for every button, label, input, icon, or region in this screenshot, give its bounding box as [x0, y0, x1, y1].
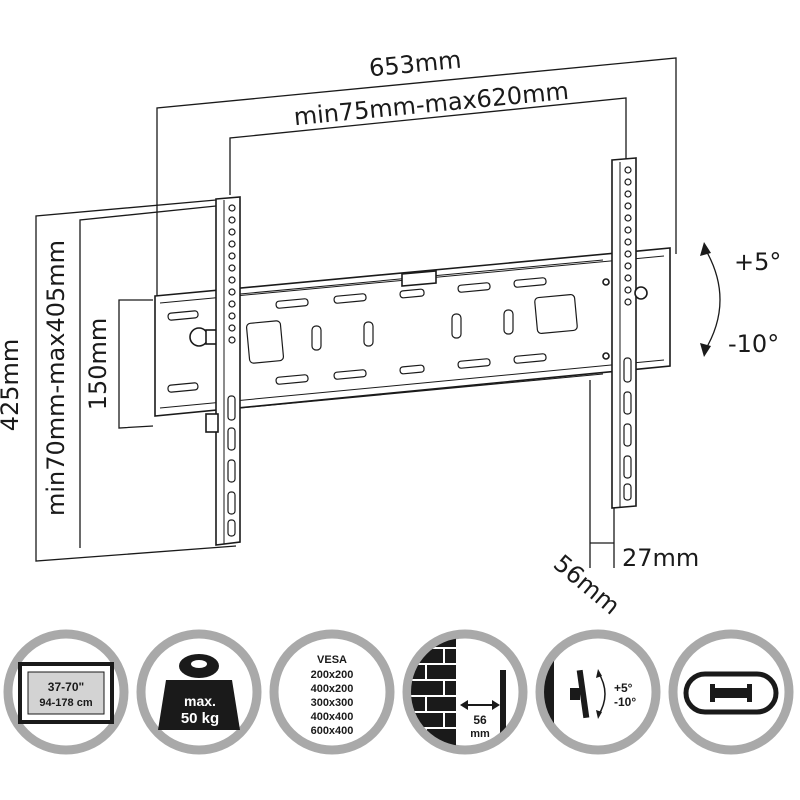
rail-height-label: 150mm — [84, 318, 112, 411]
screen-size-inches: 37-70" — [48, 680, 84, 694]
left-arm-holes — [227, 204, 236, 537]
wall-distance-min-label: 27mm — [622, 544, 699, 572]
wall-distance-icon: 56 mm — [402, 629, 528, 755]
spirit-level-icon — [668, 629, 794, 755]
tilt-icon: +5° -10° — [535, 629, 661, 755]
vesa-size-4: 400x400 — [311, 711, 354, 723]
vesa-size-2: 400x200 — [311, 683, 354, 695]
right-arm-holes — [623, 166, 632, 501]
mount-drawing — [154, 157, 671, 546]
total-height-label: 425mm — [0, 339, 24, 432]
wall-distance-value: 56 — [473, 713, 487, 727]
vesa-title: VESA — [317, 654, 347, 666]
tilt-up-label: +5° — [734, 248, 781, 276]
weight-icon: max. 50 kg — [136, 629, 262, 755]
total-width-label: 653mm — [368, 46, 463, 83]
right-arm — [611, 157, 637, 509]
vesa-size-3: 300x300 — [311, 697, 354, 709]
wall-distance-unit: mm — [470, 728, 490, 740]
vesa-width-label: min75mm-max620mm — [292, 77, 569, 131]
screen-size-cm: 94-178 cm — [39, 697, 92, 709]
tilt-up-value: +5° — [614, 681, 633, 695]
vesa-size-1: 200x200 — [311, 669, 354, 681]
max-load-value: 50 kg — [181, 710, 219, 727]
screen-size-icon: 37-70" 94-178 cm — [3, 629, 129, 755]
vesa-icon: VESA 200x200 400x200 300x300 400x400 600… — [269, 629, 395, 755]
vesa-size-5: 600x400 — [311, 725, 354, 737]
plate-slots — [167, 277, 578, 393]
feature-icons: 37-70" 94-178 cm max. 50 kg VESA 200x200… — [3, 629, 794, 755]
max-load-label: max. — [184, 693, 216, 709]
tilt-down-value: -10° — [614, 695, 636, 709]
vesa-height-label: min70mm-max405mm — [42, 240, 70, 516]
dimension-lines — [35, 57, 721, 568]
tilt-down-label: -10° — [728, 330, 779, 358]
